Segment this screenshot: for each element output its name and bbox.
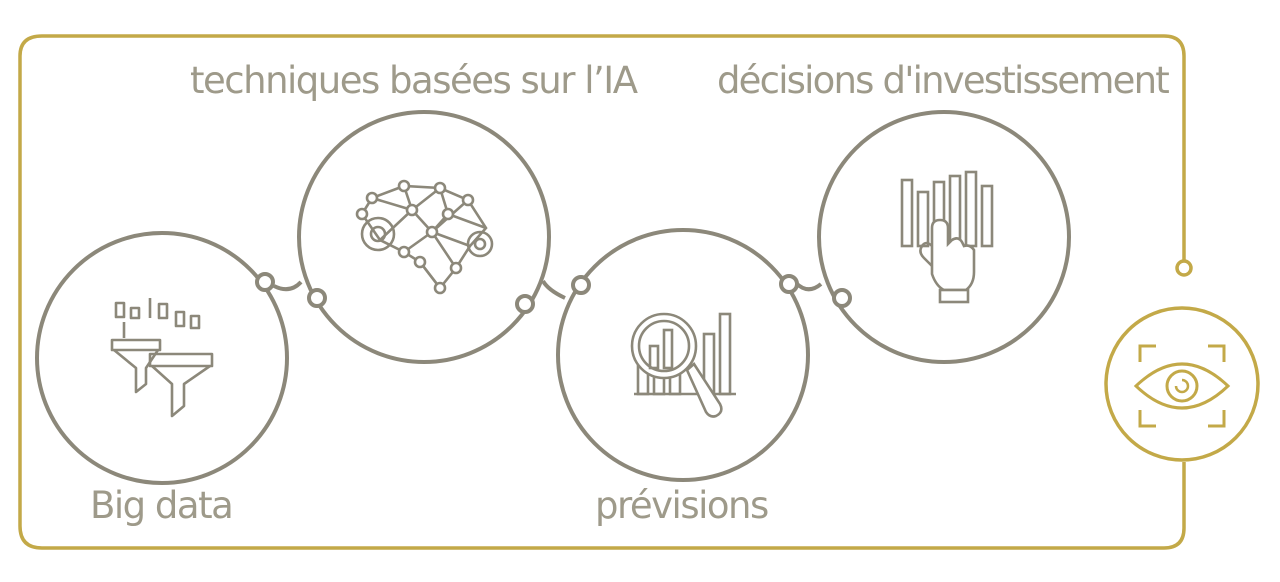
frame-outline — [18, 34, 1186, 550]
connector-dot — [832, 288, 852, 308]
step-investment-decisions — [817, 110, 1071, 364]
frame-end-dot — [1175, 259, 1193, 277]
connector-dot — [307, 288, 327, 308]
eye-scan-icon — [1104, 306, 1260, 462]
step-big-data — [35, 231, 289, 485]
step-label-big-data: Big data — [90, 484, 234, 527]
step-circle — [556, 228, 810, 482]
brain-network-gears-icon — [355, 179, 494, 295]
step-label-forecasts: prévisions — [595, 484, 769, 527]
connector-dot — [571, 275, 591, 295]
step-forecasts — [556, 228, 810, 482]
step-circle — [297, 110, 551, 364]
step-circle — [35, 231, 289, 485]
magnifier-bar-chart-icon — [630, 312, 736, 418]
funnels-data-icon — [110, 298, 214, 418]
connector-dot — [255, 272, 275, 292]
connector-3-4 — [794, 281, 823, 292]
connector-dot — [515, 294, 535, 314]
step-label-investment-decisions: décisions d'investissement — [717, 59, 1170, 102]
step-ai-techniques — [297, 110, 551, 364]
hand-bar-chart-icon — [900, 170, 994, 304]
connector-1-2 — [273, 280, 303, 292]
connector-2-3 — [541, 279, 566, 300]
step-circle — [817, 110, 1071, 364]
step-label-ai-techniques: techniques basées sur l’IA — [190, 59, 638, 102]
connector-dot — [779, 274, 799, 294]
